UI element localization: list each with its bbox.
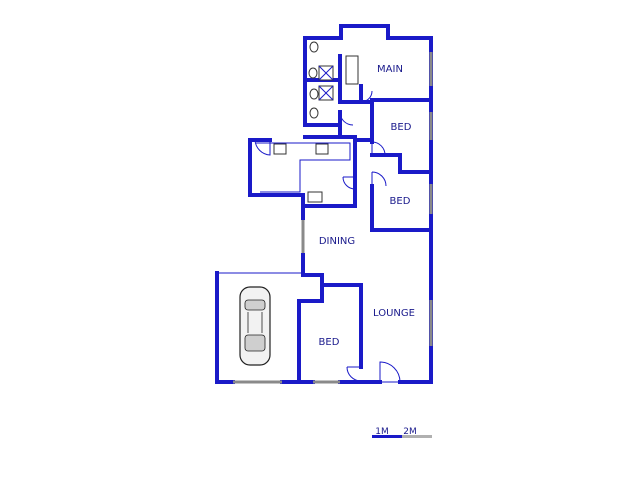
room-label-bed-top: BED	[391, 122, 412, 133]
toilet-1	[309, 41, 319, 53]
bath-cabinet	[345, 55, 359, 85]
doors	[254, 90, 401, 383]
room-label-bed-bottom: BED	[319, 337, 340, 348]
stove	[315, 143, 329, 155]
fridge	[307, 191, 323, 203]
scale-bar: 1M 2M	[372, 427, 432, 438]
basin-1	[309, 88, 319, 100]
kitchen-sink	[273, 143, 287, 155]
car-icon	[239, 286, 271, 366]
scale-label-2m: 2M	[403, 427, 417, 437]
room-label-lounge: LOUNGE	[373, 308, 415, 319]
scale-segment-2	[402, 435, 432, 438]
room-label-dining: DINING	[319, 236, 355, 247]
room-label-main: MAIN	[377, 64, 403, 75]
room-label-bed-mid: BED	[390, 196, 411, 207]
scale-segment-1	[372, 435, 402, 438]
toilet-2	[308, 67, 318, 79]
fixtures	[256, 41, 359, 203]
basin-2	[309, 107, 319, 119]
scale-label-1m: 1M	[375, 427, 389, 437]
windows	[233, 52, 433, 384]
